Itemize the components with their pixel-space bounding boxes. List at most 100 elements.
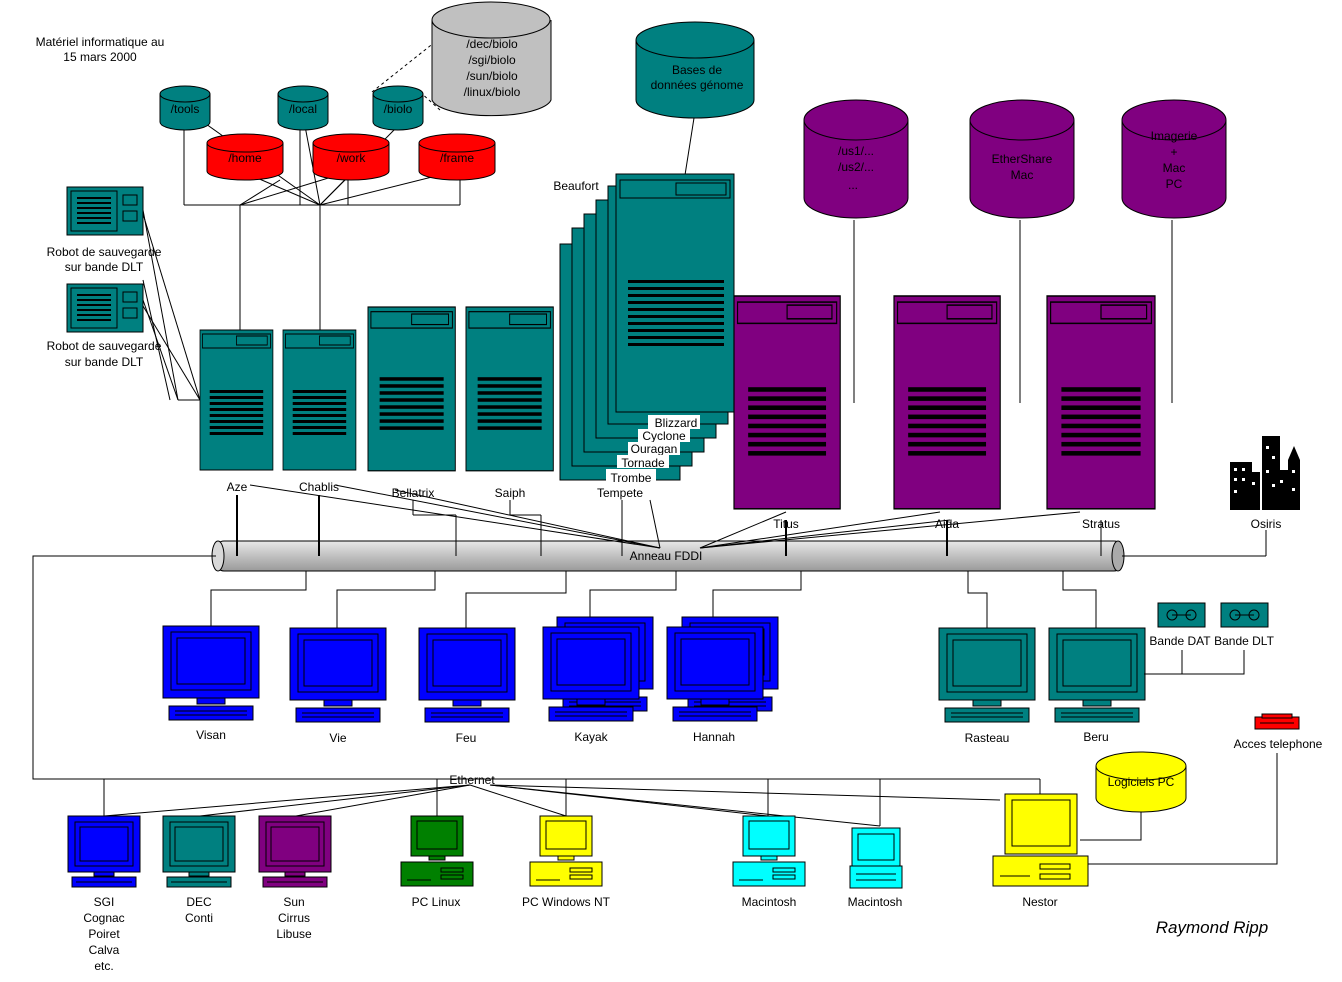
svg-text:/dec/biolo: /dec/biolo [466, 37, 518, 51]
svg-text:/tools: /tools [171, 102, 200, 116]
svg-text:PC Linux: PC Linux [412, 895, 461, 909]
svg-text:/us2/...: /us2/... [838, 160, 874, 174]
fddi-ring: Anneau FDDI [211, 484, 1267, 572]
svg-text:Robot de sauvegarde: Robot de sauvegarde [47, 245, 162, 259]
svg-text:Bellatrix: Bellatrix [392, 486, 435, 500]
server-stack: Beaufort Blizzard Cyclone Ouragan Tornad… [553, 173, 735, 500]
svg-text:/linux/biolo: /linux/biolo [464, 85, 521, 99]
svg-text:Osiris: Osiris [1251, 517, 1282, 531]
workstation-beru: Beru [1048, 627, 1146, 744]
svg-text:Cognac: Cognac [83, 911, 124, 925]
svg-text:Macintosh: Macintosh [742, 895, 797, 909]
svg-text:Kayak: Kayak [574, 730, 608, 744]
server-bellatrix: Bellatrix [367, 306, 456, 500]
label-beaufort: Beaufort [553, 179, 599, 193]
svg-text:/us1/...: /us1/... [838, 144, 874, 158]
osiris-icon: Osiris [1230, 436, 1300, 531]
label-ouragan: Ouragan [631, 442, 678, 456]
svg-text:Logiciels PC: Logiciels PC [1108, 775, 1175, 789]
tape-robot-2: Robot de sauvegarde sur bande DLT [47, 283, 162, 369]
svg-text:/work: /work [337, 151, 367, 165]
author-signature: Raymond Ripp [1156, 918, 1268, 937]
client-nestor: Nestor [992, 793, 1089, 909]
svg-text:Aze: Aze [227, 480, 248, 494]
svg-text:Cirrus: Cirrus [278, 911, 310, 925]
workstation-rasteau: Rasteau [938, 627, 1036, 745]
label-blizzard: Blizzard [655, 416, 698, 430]
svg-text:sur bande DLT: sur bande DLT [65, 260, 144, 274]
svg-text:...: ... [848, 178, 858, 192]
svg-text:Chablis: Chablis [299, 480, 339, 494]
svg-text:SGI: SGI [94, 895, 115, 909]
svg-text:PC Windows NT: PC Windows NT [522, 895, 611, 909]
svg-text:Conti: Conti [185, 911, 213, 925]
server-stratus: Stratus [1046, 295, 1156, 531]
client-macintosh-2: Macintosh [848, 827, 903, 909]
svg-text:DEC: DEC [186, 895, 212, 909]
tape-drives: Bande DAT Bande DLT [1144, 602, 1275, 675]
svg-text:/sgi/biolo: /sgi/biolo [468, 53, 516, 67]
label-bande-dat: Bande DAT [1149, 634, 1211, 648]
svg-text:/local: /local [289, 102, 317, 116]
disk-biolo: /biolo [372, 85, 424, 131]
svg-text:Nestor: Nestor [1022, 895, 1057, 909]
workstation-vie: Vie [289, 627, 387, 745]
tape-robot-1: Robot de sauvegarde sur bande DLT [47, 186, 162, 274]
svg-text:/biolo: /biolo [384, 102, 413, 116]
disk-home: /home [206, 133, 284, 181]
disk-logiciels-pc: Logiciels PC [1080, 751, 1187, 841]
server-saiph: Saiph [465, 306, 554, 500]
disk-ethershare: EtherShare Mac [969, 99, 1075, 403]
svg-text:+: + [1170, 145, 1177, 159]
disk-biolo-paths: /dec/biolo /sgi/biolo /sun/biolo /linux/… [431, 1, 552, 117]
label-tempete: Tempete [597, 486, 643, 500]
phone-modem: Acces telephone [1088, 713, 1323, 865]
svg-text:données génome: données génome [651, 78, 744, 92]
label-bande-dlt: Bande DLT [1214, 634, 1274, 648]
svg-text:Libuse: Libuse [276, 927, 312, 941]
svg-text:Mac: Mac [1163, 161, 1186, 175]
disk-genome: Bases de données génome [635, 21, 755, 176]
disk-work: /work [312, 133, 390, 181]
svg-text:Macintosh: Macintosh [848, 895, 903, 909]
server-titus: Titus [733, 295, 841, 531]
svg-text:etc.: etc. [94, 959, 113, 973]
svg-text:Calva: Calva [89, 943, 120, 957]
svg-text:EtherShare: EtherShare [992, 152, 1053, 166]
workstation-drops [210, 571, 1097, 628]
disk-local: /local [277, 85, 329, 131]
svg-text:Acces telephone: Acces telephone [1234, 737, 1323, 751]
label-ethernet: Ethernet [449, 773, 495, 787]
svg-text:Beru: Beru [1083, 730, 1108, 744]
label-trombe: Trombe [611, 471, 652, 485]
server-aida: Aida [893, 295, 1001, 531]
disk-usr: /us1/... /us2/... ... [803, 99, 909, 403]
svg-text:PC: PC [1166, 177, 1183, 191]
workstation-visan: Visan [162, 625, 260, 742]
server-chablis: Chablis [282, 329, 357, 494]
client-macintosh-1: Macintosh [732, 815, 806, 909]
workstation-hannah: Hannah [666, 616, 779, 744]
svg-text:Imagerie: Imagerie [1151, 129, 1198, 143]
svg-text:/frame: /frame [440, 151, 474, 165]
client-sun: Sun Cirrus Libuse [258, 815, 332, 941]
label-fddi: Anneau FDDI [630, 549, 703, 563]
svg-text:Visan: Visan [196, 728, 226, 742]
title-line-2: 15 mars 2000 [63, 50, 137, 64]
client-pc-linux: PC Linux [400, 815, 474, 909]
svg-text:Rasteau: Rasteau [965, 731, 1010, 745]
ethernet-bus: Ethernet [32, 555, 1041, 827]
disk-bus [183, 37, 461, 330]
robot-links [142, 209, 201, 401]
svg-text:Mac: Mac [1011, 168, 1034, 182]
label-cyclone: Cyclone [642, 429, 686, 443]
svg-text:/sun/biolo: /sun/biolo [466, 69, 518, 83]
disk-imagerie: Imagerie + Mac PC [1121, 99, 1227, 403]
disk-tools: /tools [159, 85, 211, 131]
client-dec: DEC Conti [162, 815, 236, 925]
client-pc-nt: PC Windows NT [522, 815, 611, 909]
workstation-feu: Feu [418, 627, 516, 745]
svg-text:Bases de: Bases de [672, 63, 722, 77]
svg-text:Poiret: Poiret [88, 927, 120, 941]
svg-text:sur bande DLT: sur bande DLT [65, 355, 144, 369]
